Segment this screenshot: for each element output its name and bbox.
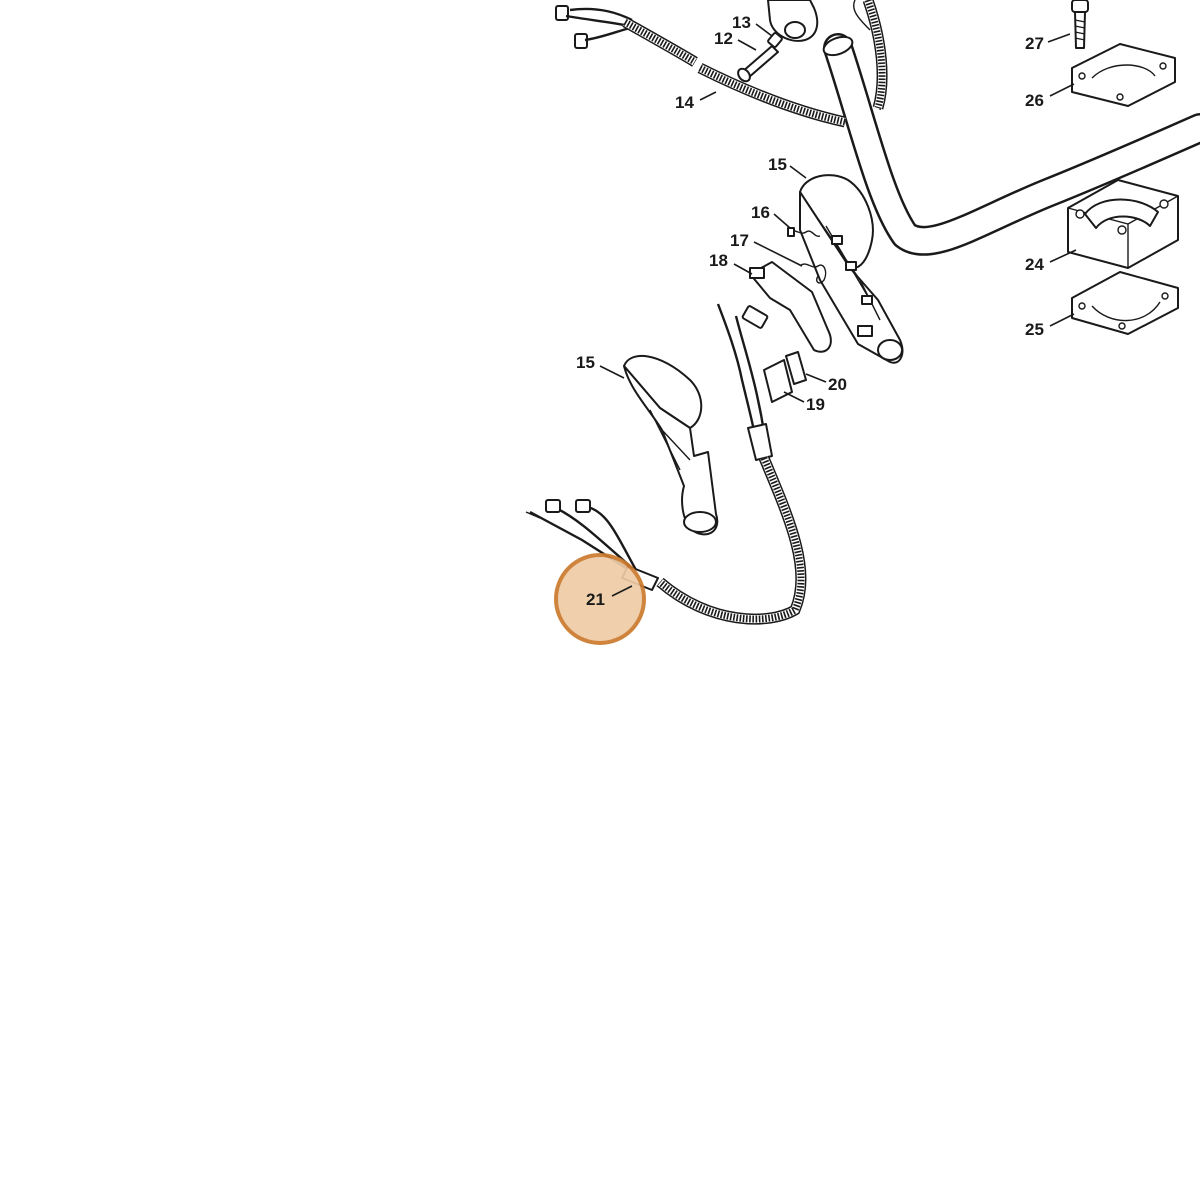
clamp-26 [1071,43,1176,107]
callout-17[interactable]: 17 [730,231,749,250]
handle-housing-half-upper [799,174,904,364]
callout-16[interactable]: 16 [751,203,770,222]
leader-lines [599,23,1077,597]
callout-24[interactable]: 24 [1025,255,1044,274]
callout-15-upper[interactable]: 15 [768,155,787,174]
callout-15-lower[interactable]: 15 [576,353,595,372]
switch-cable [716,303,773,461]
upper-handle-bottom [767,0,819,42]
callout-27[interactable]: 27 [1025,34,1044,53]
clamp-25 [1071,271,1179,335]
highlight-circle-21[interactable] [554,553,646,645]
callout-13[interactable]: 13 [732,13,751,32]
top-wiring-harness [555,5,847,128]
spring-17 [799,263,827,284]
switch-19 [763,359,793,403]
callout-labels: 13 12 14 27 26 15 16 17 18 24 25 15 20 1… [576,13,1044,609]
spring-16 [787,227,821,237]
clamp-24 [1067,179,1179,269]
contact-20 [785,351,807,385]
callout-20[interactable]: 20 [828,375,847,394]
callout-21[interactable]: 21 [586,590,605,609]
cable-coil-21 [656,455,807,625]
callout-12[interactable]: 12 [714,29,733,48]
handlebar-tube [822,0,1200,256]
screw-27 [1071,0,1089,49]
callout-25[interactable]: 25 [1025,320,1044,339]
callout-26[interactable]: 26 [1025,91,1044,110]
callout-19[interactable]: 19 [806,395,825,414]
screw-12-13 [737,32,783,83]
callout-14[interactable]: 14 [675,93,694,112]
callout-18[interactable]: 18 [709,251,728,270]
handle-housing-half-lower [623,354,719,536]
